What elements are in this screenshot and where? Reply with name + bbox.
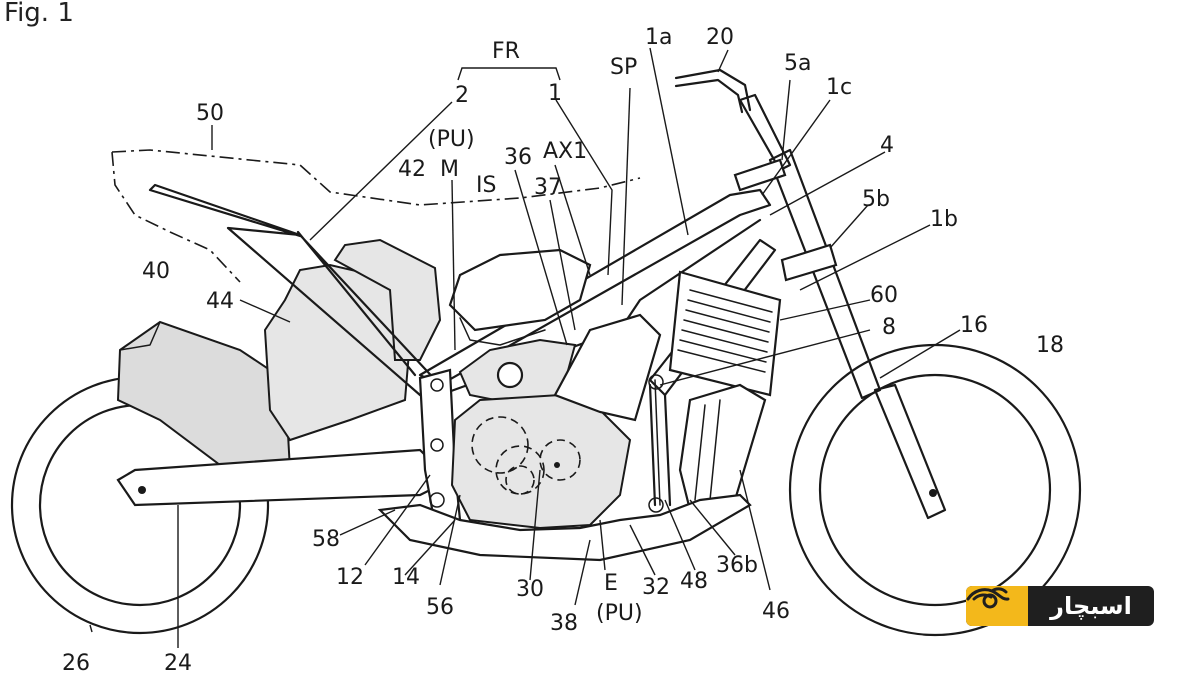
label-16: 16 [960, 313, 988, 338]
label-32: 32 [642, 575, 670, 600]
label-18: 18 [1036, 333, 1064, 358]
label-37: 37 [534, 175, 562, 200]
label-SP: SP [610, 55, 637, 80]
callout-labels: FR 1a 20 SP 5a 2 1 1c 50 (PU) M 36 AX1 4… [62, 25, 1064, 675]
label-40: 40 [142, 259, 170, 284]
airbox [448, 248, 592, 332]
label-58: 58 [312, 527, 340, 552]
label-30: 30 [516, 577, 544, 602]
label-2: 2 [455, 83, 469, 108]
label-46: 46 [762, 599, 790, 624]
figure-caption: Fig. 1 [4, 0, 74, 28]
label-26: 26 [62, 651, 90, 675]
label-4: 4 [880, 133, 894, 158]
label-1b: 1b [930, 207, 958, 232]
logo-text: اسبچار [1050, 592, 1132, 620]
label-60: 60 [870, 283, 898, 308]
radiator [668, 270, 782, 397]
label-14: 14 [392, 565, 420, 590]
label-PU-E: (PU) [596, 601, 643, 626]
label-48: 48 [680, 569, 708, 594]
label-1c: 1c [826, 75, 852, 100]
label-5a: 5a [784, 51, 811, 76]
label-56: 56 [426, 595, 454, 620]
engine [450, 393, 632, 530]
label-42: 42 [398, 157, 426, 182]
label-8: 8 [882, 315, 896, 340]
handlebar [674, 68, 752, 114]
fuel-tank [333, 238, 442, 361]
label-12: 12 [336, 565, 364, 590]
rear-subframe [148, 183, 442, 397]
label-M: M [440, 157, 459, 182]
label-AX1: AX1 [543, 139, 587, 164]
label-36: 36 [504, 145, 532, 170]
label-50: 50 [196, 101, 224, 126]
under-cowl [377, 493, 752, 562]
label-FR: FR [492, 39, 520, 64]
label-5b: 5b [862, 187, 890, 212]
axle-pivot [138, 486, 146, 494]
label-38: 38 [550, 611, 578, 636]
label-24: 24 [164, 651, 192, 675]
label-1a: 1a [645, 25, 672, 50]
speed-wing-icon [966, 586, 1028, 626]
site-logo[interactable]: اسبچار [966, 586, 1154, 626]
label-IS: IS [476, 173, 496, 198]
label-44: 44 [206, 289, 234, 314]
label-1: 1 [548, 81, 562, 106]
label-20: 20 [706, 25, 734, 50]
label-E: E [604, 571, 618, 596]
label-PU-M: (PU) [428, 127, 475, 152]
leader-lines [89, 47, 961, 648]
label-36b: 36b [716, 553, 758, 578]
cowl-outline [111, 149, 641, 283]
side-panel [263, 263, 412, 442]
